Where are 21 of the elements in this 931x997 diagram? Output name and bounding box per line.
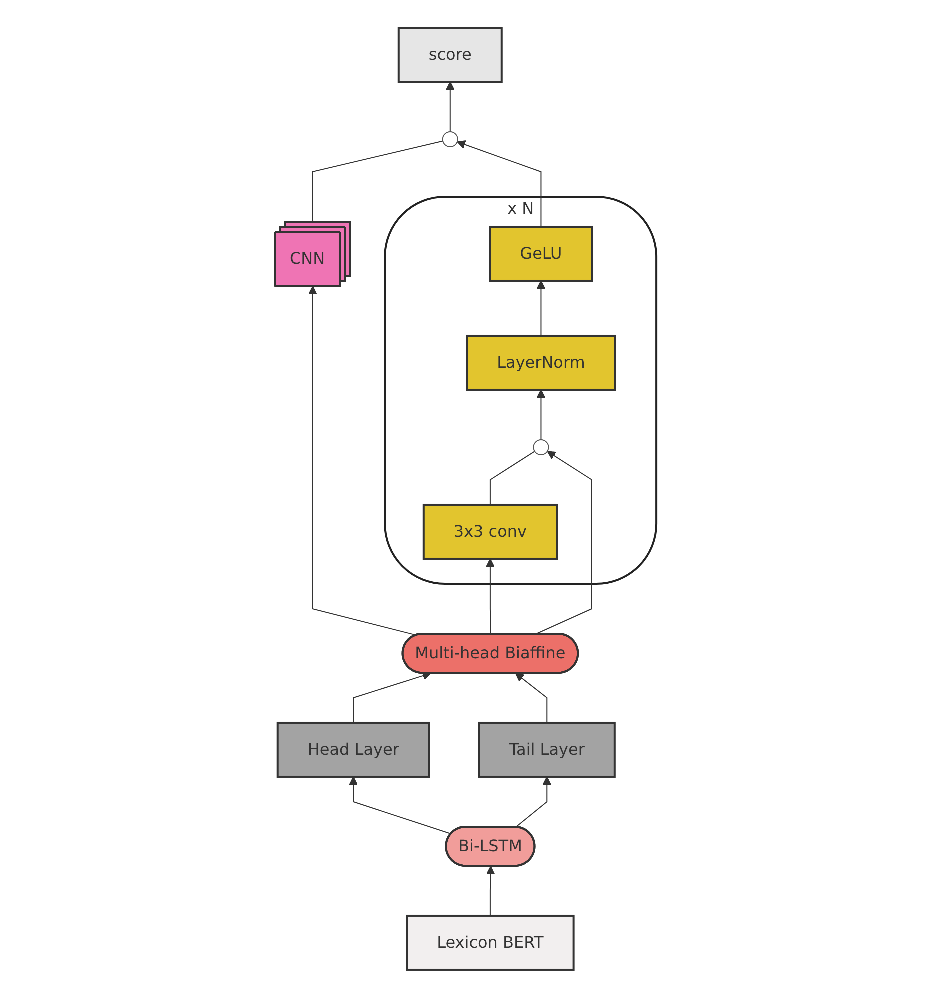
node-box: Lexicon BERT [406, 914, 575, 970]
arrow [486, 558, 495, 634]
arrow [515, 672, 548, 723]
connector [490, 450, 536, 505]
arrow [486, 866, 495, 916]
node-circle [532, 439, 549, 455]
connector [312, 140, 444, 222]
node-box: 3x3 conv [422, 504, 558, 560]
arrow [348, 776, 452, 834]
arrow [536, 389, 546, 440]
arrow [352, 671, 432, 723]
node-box: score [398, 26, 503, 82]
node-box: GeLU [488, 226, 593, 282]
arrow [446, 81, 454, 132]
arrow [536, 280, 546, 336]
node-circle [442, 131, 458, 147]
arrow [515, 776, 552, 828]
node-box: Tail Layer [478, 722, 616, 778]
node-box: LayerNorm [466, 334, 616, 390]
node-box: Head Layer [276, 722, 430, 778]
arrow [456, 140, 542, 227]
